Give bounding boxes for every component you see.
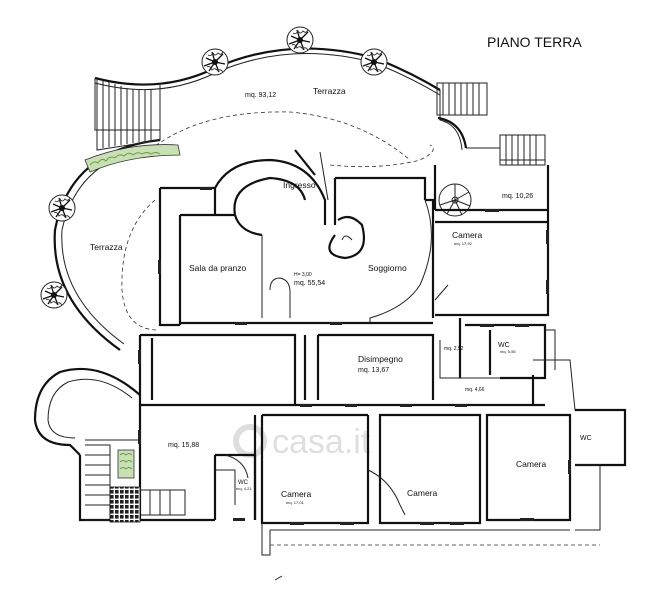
sala-da-pranzo-label: Sala da pranzo — [189, 263, 246, 273]
north-marker — [274, 575, 283, 581]
wc-3-label: WC — [580, 435, 592, 442]
terrazza-top-area: mq. 93,12 — [245, 92, 276, 99]
hedge-planter-icon — [84, 144, 181, 173]
disimpegno-label: Disimpegno — [358, 354, 403, 364]
camera-bottom-3-label: Camera — [516, 459, 547, 469]
building-walls — [158, 149, 550, 327]
camera-bottom-2-label: Camera — [407, 488, 438, 498]
wc-2-area: mq. 4,21 — [236, 486, 252, 491]
spiral-stair-icon — [438, 183, 472, 217]
camera-top-area: mq. 17,92 — [454, 241, 473, 246]
lower-bedrooms-walls — [215, 408, 627, 556]
ceiling-height-label: H= 3,00 — [294, 272, 312, 278]
lower-left-area: mq. 15,88 — [168, 442, 199, 449]
ingresso-label: Ingresso — [283, 180, 316, 190]
soggiorno-label: Soggiorno — [368, 263, 407, 273]
small-area-1: mq. 2,52 — [444, 346, 464, 352]
small-area-2: mq. 4,66 — [465, 387, 485, 393]
hedge-planter-icon — [117, 449, 135, 479]
stair-area-label: mq. 10,26 — [502, 193, 533, 200]
wc-2-label: WC — [238, 480, 249, 486]
window-markers — [138, 187, 571, 525]
watermark: casa.it — [233, 423, 371, 461]
disimpegno-area: mq. 13,67 — [358, 367, 389, 374]
terrazza-top-label: Terrazza — [313, 86, 346, 96]
staircase-icon — [436, 82, 546, 166]
camera-bottom-1-label: Camera — [281, 489, 312, 499]
wc-1-area: mq. 5,56 — [500, 349, 516, 354]
lower-left-walls — [33, 367, 257, 522]
terrazza-left-label: Terrazza — [90, 242, 123, 252]
middle-row-walls — [138, 318, 600, 411]
camera-top-label: Camera — [452, 230, 483, 240]
camera-bottom-1-area: mq. 17,01 — [286, 500, 305, 505]
wc-1-label: WC — [498, 342, 510, 349]
living-area-label: mq. 55,54 — [294, 280, 325, 287]
plan-title: PIANO TERRA — [487, 34, 582, 50]
floor-grid-icon — [109, 486, 141, 523]
watermark-text: casa.it — [272, 423, 371, 461]
staircase-icon — [96, 78, 161, 151]
